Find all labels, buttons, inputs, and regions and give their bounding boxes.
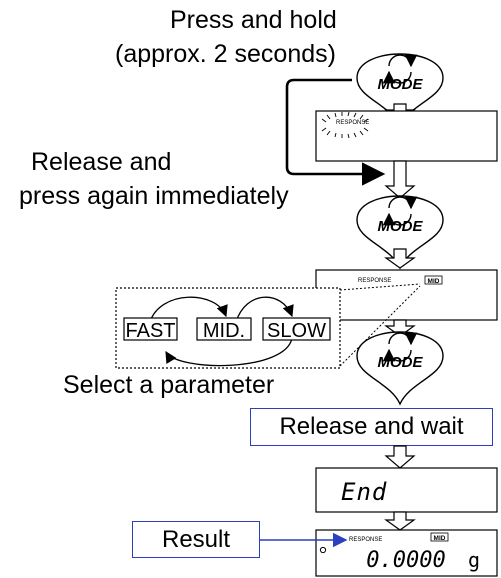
mode-label-2: MODE [378,218,424,235]
option-fast: FAST [125,320,175,342]
display-response-mid: RESPONSE MID [315,269,498,321]
label-press-again-immediately: press again immediately [19,182,289,210]
weight-value: 0.0000 [366,548,445,573]
cycle-icon-lower [382,348,412,362]
display-result: RESPONSE MID 0.0000 g [315,529,498,577]
mode-button-3[interactable]: MODE [356,331,444,406]
flash-rays [321,111,369,139]
options-callout: FAST MID. SLOW [115,283,421,369]
mode-button-1[interactable]: MODE [356,53,444,128]
mode-label-1: MODE [378,76,424,93]
cycle-icon-lower [382,212,412,226]
label-release-and: Release and [31,148,172,176]
display-2-mid-text: MID [428,278,440,285]
cycle-arrow-slow-fast [165,337,293,367]
mode-label-3: MODE [378,354,424,371]
flow-arrow-4 [384,319,416,337]
option-fast-box [123,317,178,341]
display-end-text: End [341,478,387,506]
option-mid: MID. [203,320,245,342]
cycle-icon [388,196,418,210]
label-select-a-parameter: Select a parameter [63,371,275,399]
flow-arrow-5 [384,445,416,469]
display-response-flashing: RESPONSE [315,110,498,162]
label-press-and-hold: Press and hold [170,6,337,34]
cycle-icon [388,54,418,68]
mode-button-2[interactable]: MODE [356,195,444,270]
flow-arrow-3 [384,248,416,269]
option-mid-box [196,317,252,341]
flow-arrow-2 [384,160,416,199]
flow-arrow-6 [384,511,416,531]
display-4-mid-text: MID [434,535,446,542]
display-1-response-text: RESPONSE [336,120,369,126]
option-slow: SLOW [267,320,326,342]
label-approx-2-seconds: (approx. 2 seconds) [115,40,336,68]
display-4-response-text: RESPONSE [349,537,382,543]
release-and-wait-box: Release and wait [250,408,493,446]
cycle-arrow-fast-mid [149,296,228,323]
cycle-arrow-mid-slow [235,296,294,323]
unit-g: g [468,548,480,572]
cycle-icon [388,332,418,346]
display-2-response-text: RESPONSE [358,278,391,284]
stable-indicator [319,546,327,554]
option-slow-box [262,317,331,341]
display-end: End [315,467,498,513]
result-box: Result [132,521,260,558]
loop-arrow [285,78,386,186]
cycle-icon-lower [382,70,412,84]
